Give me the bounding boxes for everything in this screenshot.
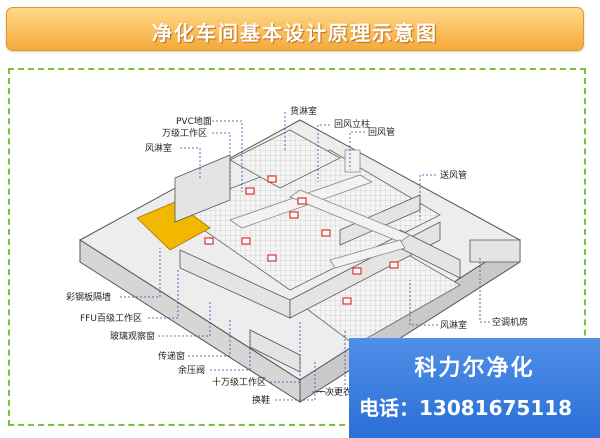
- label-air-shower: 风淋室: [145, 142, 172, 154]
- label-cargo-shower: 货淋室: [290, 105, 317, 117]
- phone-number: 13081675118: [419, 396, 573, 420]
- phone-row: 电话：13081675118: [359, 392, 572, 421]
- diagram-frame: [8, 68, 586, 426]
- label-relief-valve: 余压阀: [178, 364, 205, 376]
- diagram-labels: PVC地面 万级工作区 风淋室 货淋室 回风立柱 回风管 送风管 彩钢板隔墙 F…: [66, 105, 528, 406]
- label-ac-room: 空调机房: [492, 316, 528, 328]
- label-wan-zone: 万级工作区: [162, 127, 207, 139]
- label-pass-window: 传递窗: [158, 350, 185, 362]
- contact-panel: 科力尔净化 电话：13081675118: [349, 338, 600, 438]
- air-shower-room: [136, 201, 211, 251]
- label-shiwan-zone: 十万级工作区: [212, 376, 266, 388]
- label-return-column: 回风立柱: [334, 118, 370, 130]
- floor-areas: [174, 129, 461, 346]
- title-banner: 净化车间基本设计原理示意图: [6, 7, 584, 51]
- leader-lines: [120, 112, 490, 401]
- label-return-pipe: 回风管: [368, 126, 395, 138]
- label-shoe-change: 换鞋: [252, 394, 270, 406]
- label-first-change: 一次更衣: [316, 386, 352, 398]
- label-air-shower-2: 风淋室: [440, 319, 467, 331]
- ffu-units: [204, 175, 399, 305]
- label-steel-wall: 彩钢板隔墙: [66, 291, 111, 303]
- page-title: 净化车间基本设计原理示意图: [152, 21, 438, 45]
- label-supply-pipe: 送风管: [440, 169, 467, 181]
- company-name: 科力尔净化: [414, 356, 535, 381]
- label-pvc-floor: PVC地面: [176, 115, 212, 127]
- label-glass-window: 玻璃观察窗: [110, 330, 155, 342]
- label-ffu-zone: FFU百级工作区: [80, 312, 142, 324]
- phone-label: 电话：: [359, 396, 419, 420]
